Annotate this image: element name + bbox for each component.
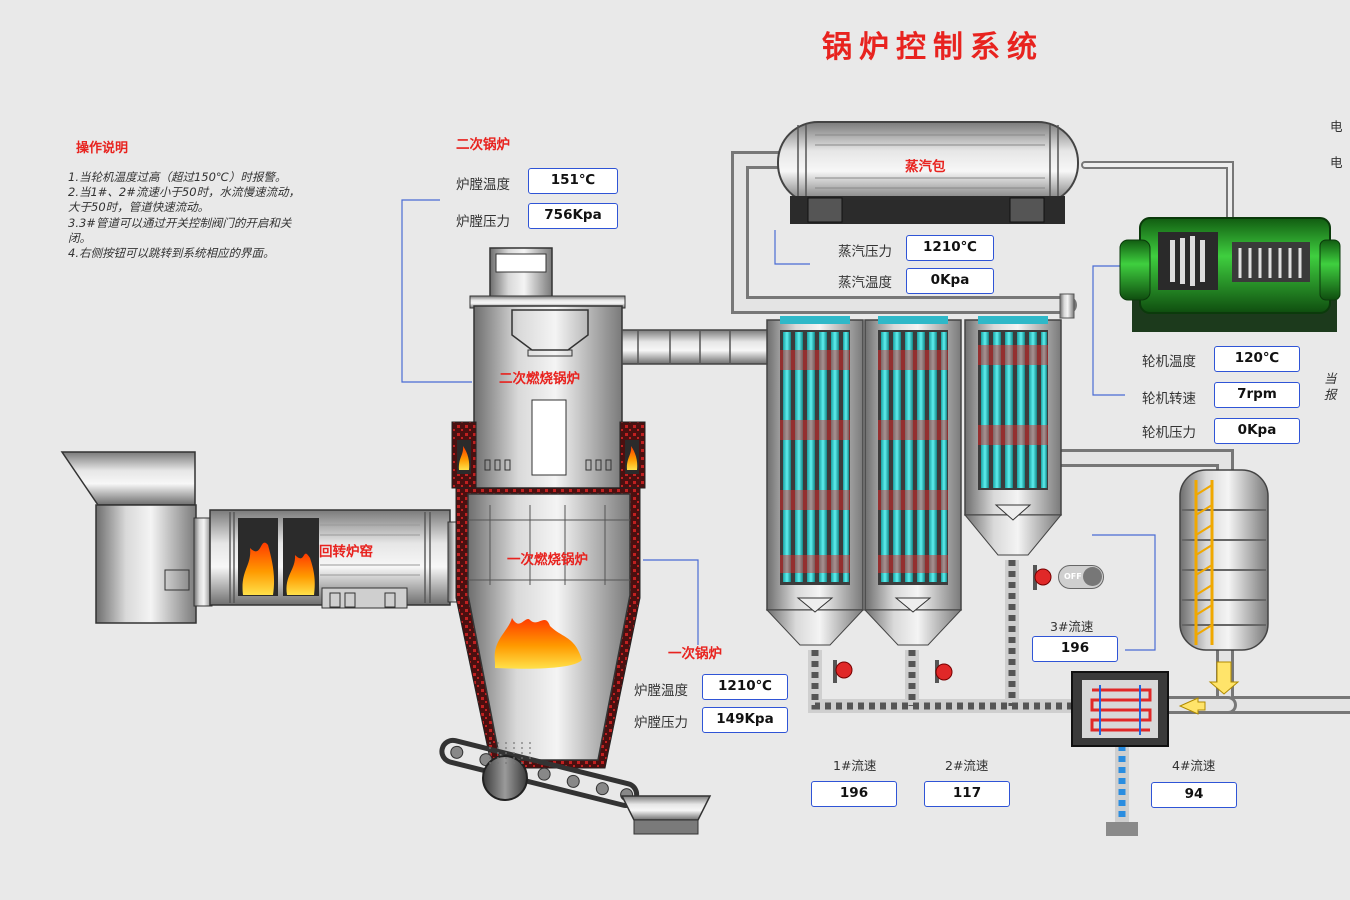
flow-2-value: 117	[924, 781, 1010, 807]
toggle-knob	[1083, 567, 1102, 586]
secondary-boiler-heading: 二次锅炉	[456, 137, 510, 153]
steam-temp-value: 0Kpa	[906, 268, 994, 294]
toggle-state-label: OFF	[1064, 572, 1082, 581]
clipped-right-label: 电	[1330, 155, 1343, 170]
primary-temp-label: 炉膛温度	[634, 683, 688, 699]
steam-pressure-label: 蒸汽压力	[838, 244, 892, 260]
turbine-temp-label: 轮机温度	[1142, 354, 1196, 370]
instructions-text: 1.当轮机温度过高（超过150℃）时报警。 2.当1#、2#流速小于50时，水流…	[68, 170, 343, 261]
rotary-kiln-label: 回转炉窑	[319, 544, 373, 560]
instructions-heading: 操作说明	[76, 141, 129, 156]
turbine-pressure-label: 轮机压力	[1142, 425, 1196, 441]
clipped-right-note: 报	[1324, 387, 1337, 402]
turbine-pressure-value: 0Kpa	[1214, 418, 1300, 444]
primary-pressure-label: 炉膛压力	[634, 715, 688, 731]
steam-drum-label: 蒸汽包	[905, 159, 946, 175]
secondary-temp-label: 炉膛温度	[456, 177, 510, 193]
turbine-temp-value: 120℃	[1214, 346, 1300, 372]
instruction-line: 大于50时，管道快速流动。	[68, 200, 210, 215]
primary-boiler-heading: 一次锅炉	[668, 646, 722, 662]
secondary-pressure-value: 756Kpa	[528, 203, 618, 229]
primary-pressure-value: 149Kpa	[702, 707, 788, 733]
flow-2-label: 2#流速	[945, 758, 989, 773]
valve-3-toggle-switch[interactable]: OFF	[1058, 565, 1104, 589]
flow-4-label: 4#流速	[1172, 758, 1216, 773]
clipped-right-label: 电	[1330, 119, 1343, 134]
flow-1-label: 1#流速	[833, 758, 877, 773]
instruction-line: 2.当1#、2#流速小于50时，水流慢速流动，	[68, 185, 301, 200]
turbine-speed-label: 轮机转速	[1142, 391, 1196, 407]
secondary-temp-value: 151℃	[528, 168, 618, 194]
instruction-line: 4.右侧按钮可以跳转到系统相应的界面。	[68, 246, 275, 261]
clipped-right-note: 当	[1324, 371, 1337, 386]
steam-pressure-value: 1210℃	[906, 235, 994, 261]
steam-temp-label: 蒸汽温度	[838, 275, 892, 291]
flow-3-value: 196	[1032, 636, 1118, 662]
instruction-line: 3.3#管道可以通过开关控制阀门的开启和关	[68, 215, 292, 230]
primary-temp-value: 1210℃	[702, 674, 788, 700]
instruction-line: 闭。	[68, 230, 91, 245]
primary-combustion-boiler-label: 一次燃烧锅炉	[507, 552, 588, 568]
secondary-combustion-boiler-label: 二次燃烧锅炉	[499, 371, 580, 387]
flow-4-value: 94	[1151, 782, 1237, 808]
flow-3-label: 3#流速	[1050, 619, 1094, 634]
turbine-speed-value: 7rpm	[1214, 382, 1300, 408]
instruction-line: 1.当轮机温度过高（超过150℃）时报警。	[68, 170, 287, 184]
secondary-pressure-label: 炉膛压力	[456, 214, 510, 230]
flow-1-value: 196	[811, 781, 897, 807]
page-title: 锅炉控制系统	[822, 30, 1044, 65]
